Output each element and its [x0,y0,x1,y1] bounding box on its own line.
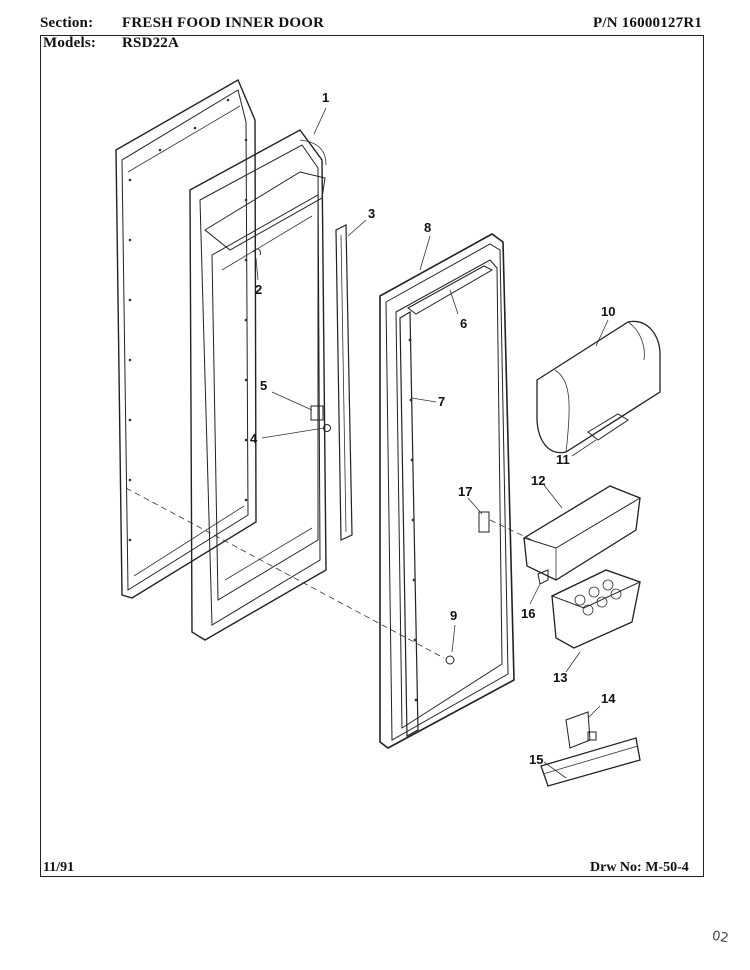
dairy-cover-handle [587,413,629,441]
callout-14: 14 [601,691,616,706]
callout-labels: 1 2 3 4 5 6 7 8 9 10 11 12 13 14 15 16 1… [250,90,616,767]
inner-door-panel [379,233,515,749]
retainer-clip [565,711,591,749]
callout-12: 12 [531,473,545,488]
callout-16: 16 [521,606,535,621]
callout-11: 11 [556,452,570,467]
callout-4: 4 [250,431,258,446]
callout-13: 13 [553,670,567,685]
diagram-frame [40,35,704,877]
door-gasket-frame [115,79,257,599]
callout-6: 6 [460,316,467,331]
models-label: Models: [43,35,97,51]
callout-5: 5 [260,378,267,393]
models-value: RSD22A [122,35,180,51]
callout-10: 10 [601,304,615,319]
callout-3: 3 [368,206,375,221]
callout-7: 7 [438,394,445,409]
inner-door-liner [189,129,327,641]
callout-8: 8 [424,220,431,235]
leader-lines [255,107,609,779]
callout-17: 17 [458,484,472,499]
handwritten-mark: 02 [710,928,730,947]
callout-1: 1 [322,90,329,105]
shelf-clip [537,569,549,585]
drawing-number: Drw No: M-50-4 [590,860,689,875]
egg-bin [550,569,642,649]
part-number: P/N 16000127R1 [593,15,703,31]
door-shelf-retainer-bar [540,737,641,787]
section-label: Section: [40,15,94,31]
door-strip [335,224,353,541]
door-shelf-bin [522,485,642,581]
dairy-door-cover [536,320,661,454]
callout-9: 9 [450,608,457,623]
callout-2: 2 [255,282,262,297]
section-title: FRESH FOOD INNER DOOR [122,15,325,31]
callout-15: 15 [529,752,543,767]
drawing-date: 11/91 [43,860,75,875]
